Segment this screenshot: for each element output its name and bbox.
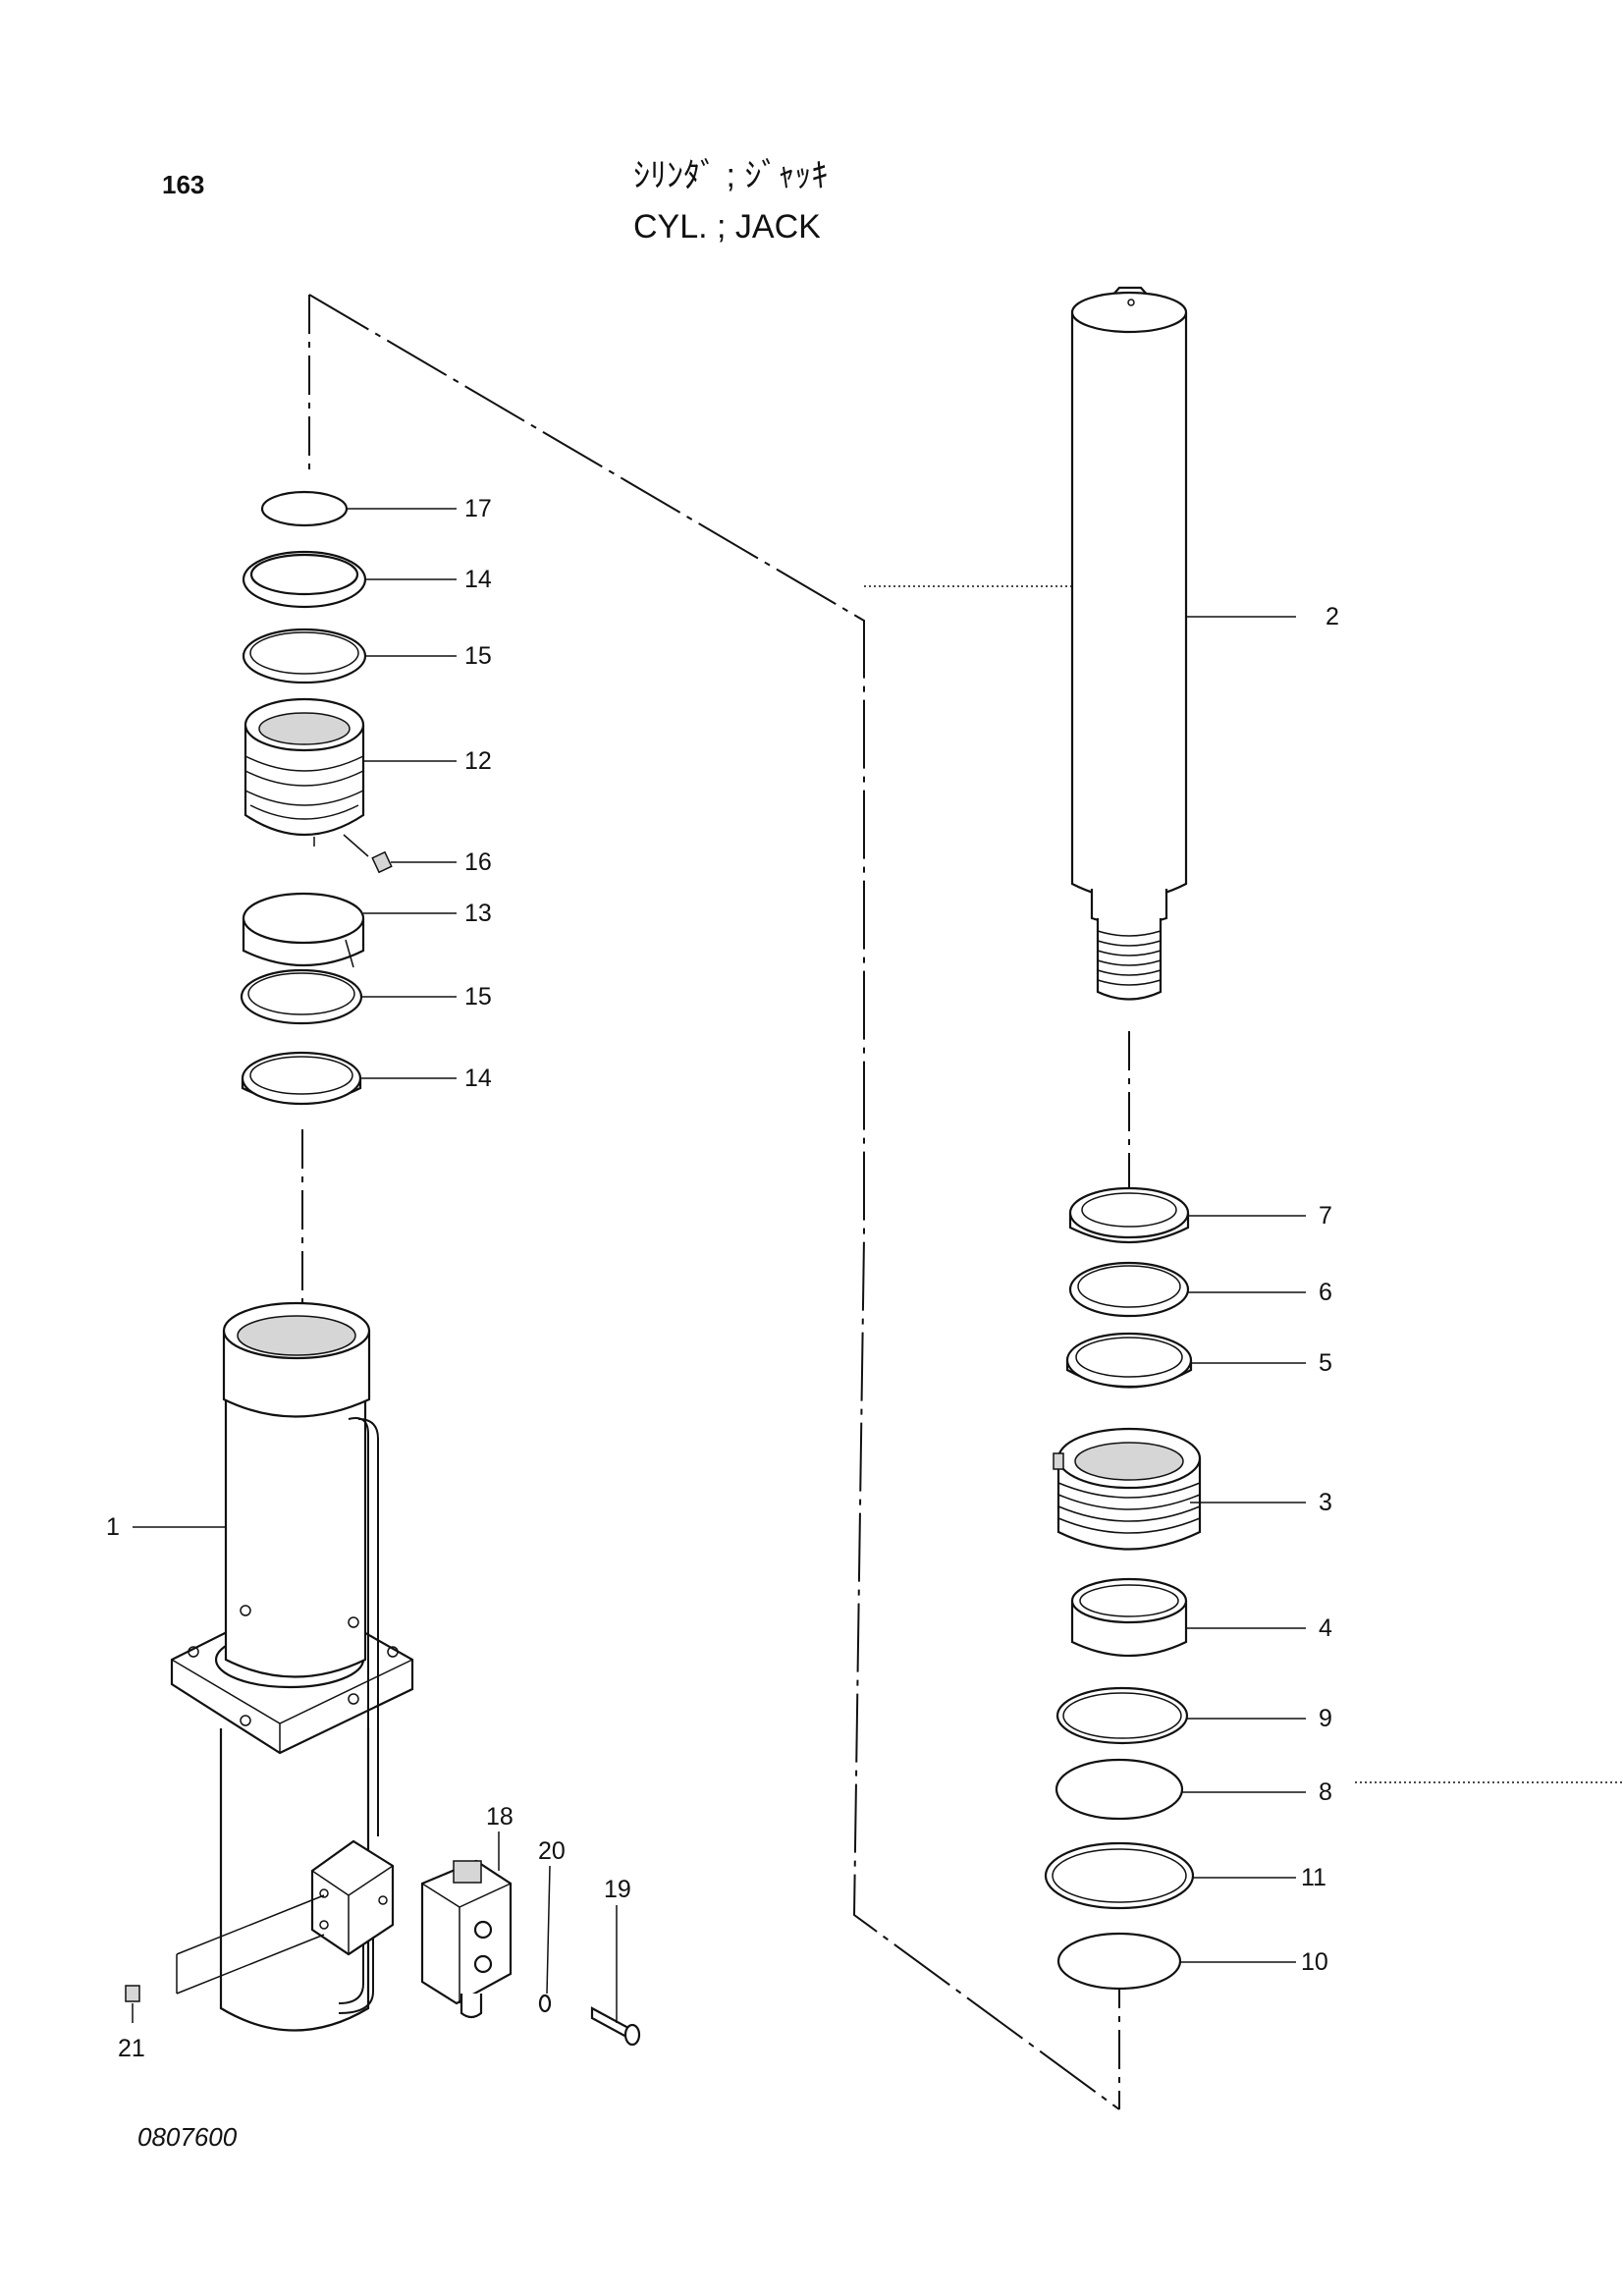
- o-ring-17: [260, 490, 349, 527]
- gland-3: [1053, 1427, 1202, 1551]
- piston-12: [243, 697, 365, 847]
- label-19: 19: [604, 1876, 631, 1903]
- title-english: CYL. ; JACK: [633, 208, 821, 246]
- leader-lines: [132, 508, 1306, 2023]
- label-4: 4: [1319, 1614, 1332, 1642]
- label-15-b: 15: [464, 983, 492, 1011]
- ring-7: [1068, 1186, 1190, 1244]
- label-14: 14: [464, 566, 492, 593]
- label-15: 15: [464, 642, 492, 670]
- page-number: 163: [162, 170, 204, 199]
- ring-15-bottom: [240, 968, 363, 1025]
- label-8: 8: [1319, 1778, 1332, 1806]
- set-screw-21: [125, 1985, 140, 2002]
- label-6: 6: [1319, 1279, 1332, 1306]
- cylinder-tube-1: [170, 1301, 414, 2032]
- bushing-13: [242, 892, 365, 968]
- backup-ring-14-bottom: [241, 1051, 362, 1106]
- title-japanese: ｼﾘﾝﾀﾞ ; ｼﾞｬｯｷ: [633, 157, 828, 194]
- figure-number: 0807600: [137, 2122, 238, 2152]
- label-11: 11: [1301, 1864, 1326, 1891]
- o-ring-11: [1044, 1841, 1195, 1910]
- label-10: 10: [1301, 1948, 1328, 1976]
- o-ring-9: [1055, 1686, 1189, 1745]
- label-20: 20: [538, 1837, 566, 1865]
- ring-10: [1056, 1932, 1182, 1991]
- manifold-block: [176, 1839, 395, 1995]
- label-13: 13: [464, 900, 492, 927]
- washer-20: [538, 1994, 552, 2013]
- label-5: 5: [1319, 1349, 1332, 1377]
- label-18: 18: [486, 1803, 514, 1831]
- label-14-b: 14: [464, 1065, 492, 1092]
- label-16: 16: [464, 848, 492, 876]
- ring-5: [1065, 1332, 1193, 1389]
- assembly-frame-lines: [301, 294, 1623, 2110]
- valve-block-18: [420, 1859, 513, 2019]
- ring-6: [1068, 1261, 1190, 1318]
- rod-2: [1070, 286, 1188, 1001]
- label-9: 9: [1319, 1705, 1332, 1732]
- label-1: 1: [106, 1513, 120, 1541]
- label-17: 17: [464, 495, 492, 522]
- set-screw-16: [371, 850, 393, 874]
- part-number-labels: 17 14 15 12 16 13 15 14 1 18 20 19 21 2 …: [106, 495, 1339, 2062]
- bushing-4: [1070, 1577, 1188, 1658]
- label-2: 2: [1325, 603, 1339, 630]
- label-12: 12: [464, 747, 492, 775]
- backup-ring-14-top: [242, 550, 367, 609]
- label-7: 7: [1319, 1202, 1332, 1230]
- label-21: 21: [118, 2035, 145, 2062]
- ring-8: [1055, 1758, 1184, 1821]
- ring-15-top: [242, 628, 367, 684]
- label-3: 3: [1319, 1489, 1332, 1516]
- bolt-19: [590, 2006, 641, 2047]
